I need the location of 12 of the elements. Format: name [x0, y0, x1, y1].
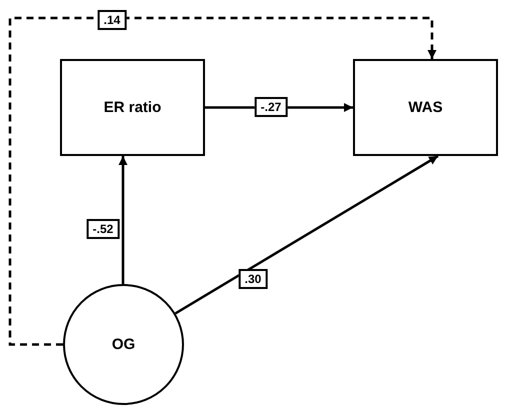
- edge-label: -.52: [86, 219, 120, 239]
- edge-label: .14: [98, 10, 126, 30]
- dashed-arrow: [8, 16, 436, 346]
- edge-label: .30: [238, 269, 268, 289]
- variable-box: [353, 59, 498, 156]
- arrow: [174, 154, 439, 314]
- node-label: WAS: [408, 99, 443, 116]
- edge-label: -.27: [254, 97, 288, 117]
- node-label: ER ratio: [104, 99, 162, 116]
- variable-box: [60, 59, 205, 156]
- arrow: [118, 156, 128, 284]
- node-label: OG: [112, 336, 136, 353]
